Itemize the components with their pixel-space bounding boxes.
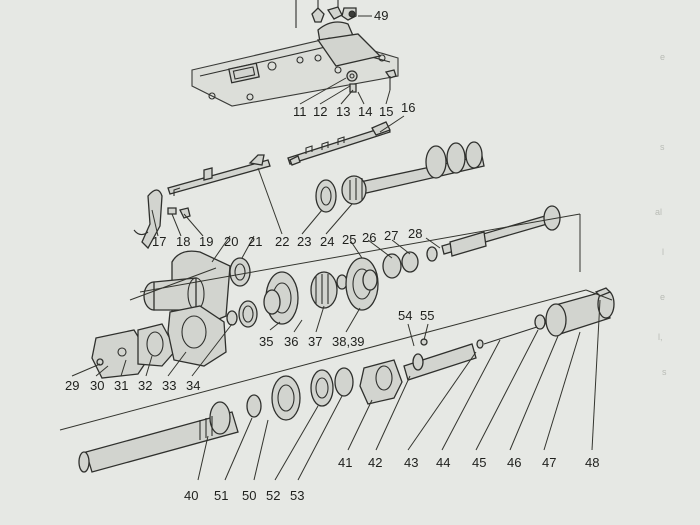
rear-cover-set	[91, 305, 227, 379]
callout-42: 42	[368, 455, 382, 470]
callout-43: 43	[404, 455, 418, 470]
callout-54: 54	[398, 308, 412, 323]
callout-33: 33	[162, 378, 176, 393]
page-edge-text: e s al l e l, s	[655, 52, 667, 377]
callout-24: 24	[320, 234, 334, 249]
callout-46: 46	[507, 455, 521, 470]
shift-rods	[167, 121, 391, 196]
callout-40: 40	[184, 488, 198, 503]
callout-31: 31	[114, 378, 128, 393]
cover-plate-assembly	[191, 0, 399, 107]
edge-fragment: e	[660, 52, 665, 62]
gear-cluster	[226, 257, 379, 328]
callout-29: 29	[65, 378, 79, 393]
lower-bearings	[246, 367, 354, 421]
callout-17: 17	[152, 234, 166, 249]
callout-53: 53	[290, 488, 304, 503]
shift-fork	[133, 189, 191, 250]
callout-11: 11	[293, 104, 307, 119]
callout-44: 44	[436, 455, 450, 470]
callout-28: 28	[408, 226, 422, 241]
callout-38-39: 38,39	[332, 334, 365, 349]
callout-19: 19	[199, 234, 213, 249]
callout-47: 47	[542, 455, 556, 470]
callout-16: 16	[401, 100, 415, 115]
callout-12: 12	[313, 104, 327, 119]
callout-51: 51	[214, 488, 228, 503]
bearing-housing	[143, 250, 251, 327]
callout-20: 20	[224, 234, 238, 249]
edge-fragment: l,	[658, 332, 663, 342]
callout-25: 25	[342, 232, 356, 247]
callout-22: 22	[275, 234, 289, 249]
callout-55: 55	[420, 308, 434, 323]
callout-41: 41	[338, 455, 352, 470]
callout-32: 32	[138, 378, 152, 393]
output-assembly	[359, 287, 615, 405]
edge-fragment: l	[662, 247, 664, 257]
callout-45: 45	[472, 455, 486, 470]
callout-36: 36	[284, 334, 298, 349]
counter-shaft	[382, 205, 561, 279]
edge-fragment: s	[662, 367, 667, 377]
edge-fragment: al	[655, 207, 662, 217]
callout-18: 18	[176, 234, 190, 249]
callout-26: 26	[362, 230, 376, 245]
callout-50: 50	[242, 488, 256, 503]
callout-23: 23	[297, 234, 311, 249]
edge-fragment: e	[660, 292, 665, 302]
callout-52: 52	[266, 488, 280, 503]
callout-30: 30	[90, 378, 104, 393]
guide-lines	[59, 213, 613, 431]
edge-fragment: s	[660, 142, 665, 152]
callout-14: 14	[358, 104, 372, 119]
callout-34: 34	[186, 378, 200, 393]
callout-13: 13	[336, 104, 350, 119]
callout-21: 21	[248, 234, 262, 249]
callout-49: 49	[374, 8, 388, 23]
callout-15: 15	[379, 104, 393, 119]
lower-main-shaft	[78, 401, 239, 473]
callout-27: 27	[384, 228, 398, 243]
callout-labels: 49 11 12 13 14 15 16 17 18 19 20 21 22 2…	[65, 8, 601, 503]
callout-37: 37	[308, 334, 322, 349]
upper-main-shaft	[315, 141, 485, 213]
callout-35: 35	[259, 334, 273, 349]
callout-48: 48	[585, 455, 599, 470]
